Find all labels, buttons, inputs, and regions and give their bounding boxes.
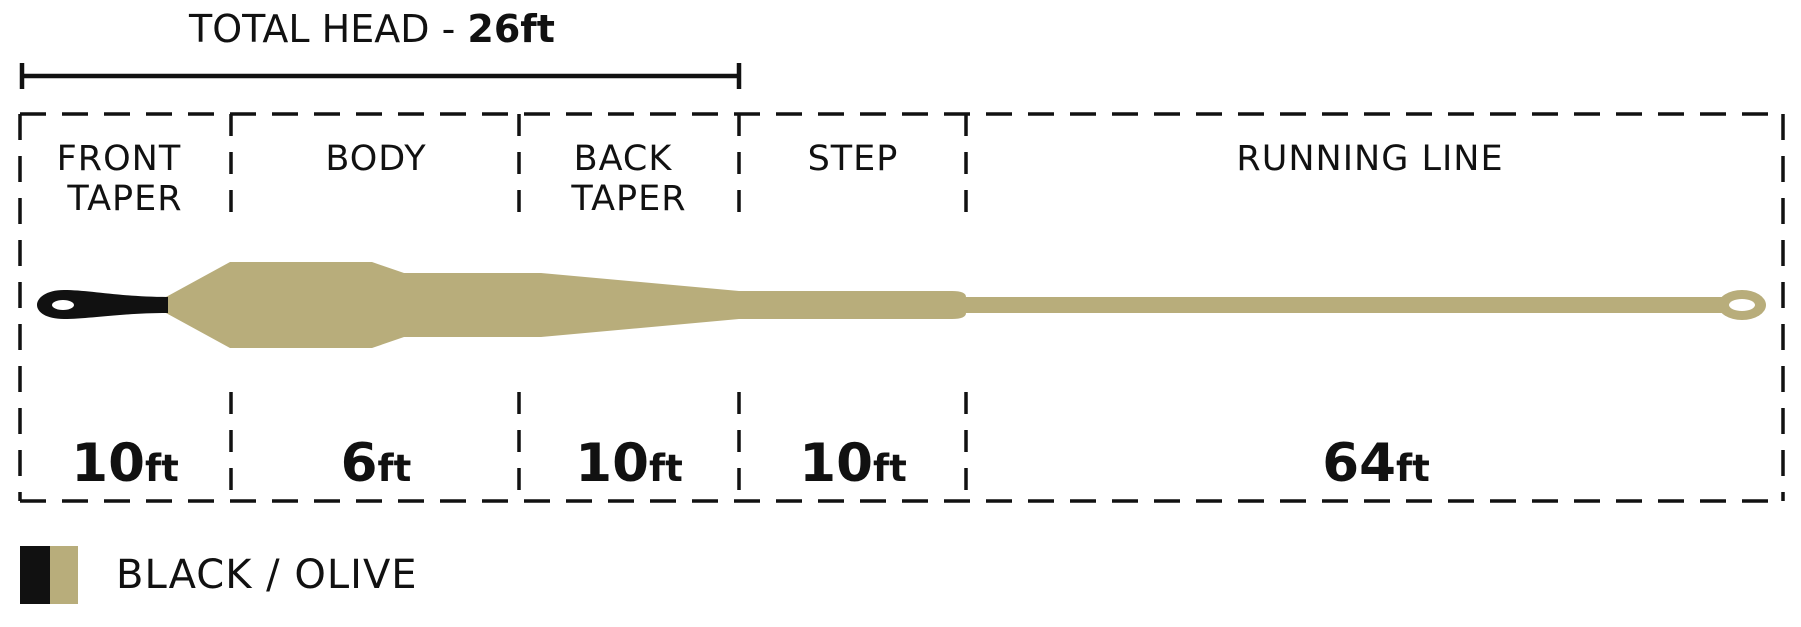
fly-line-profile: [37, 262, 1766, 348]
olive-line-body: [166, 262, 1740, 348]
length-back-taper: 10ft: [575, 433, 683, 494]
label-step-line1: STEP: [808, 139, 899, 179]
length-step-value: 10: [799, 433, 873, 494]
legend-swatch-black: [20, 546, 50, 604]
label-back-taper-line1: BACK: [574, 139, 673, 179]
length-body: 6ft: [341, 433, 412, 494]
length-running-line-value: 64: [1322, 433, 1396, 494]
label-back-taper: BACK TAPER: [570, 139, 686, 219]
label-front-taper-line1: FRONT: [57, 139, 182, 179]
total-head-label: TOTAL HEAD - 26ft: [188, 7, 555, 51]
front-loop-eye: [52, 300, 74, 310]
label-body-line1: BODY: [325, 139, 426, 179]
legend-swatch-olive: [50, 546, 78, 604]
total-head-unit: ft: [520, 7, 555, 51]
length-front-taper-value: 10: [71, 433, 145, 494]
label-running-line: RUNNING LINE: [1236, 139, 1503, 179]
total-head-value: 26: [467, 7, 520, 51]
color-legend: BLACK / OLIVE: [20, 546, 418, 604]
length-body-value: 6: [341, 433, 378, 494]
section-dividers: [229, 114, 968, 501]
length-running-line-unit: ft: [1396, 447, 1430, 490]
length-step: 10ft: [799, 433, 907, 494]
legend-label: BLACK / OLIVE: [116, 552, 418, 598]
length-running-line: 64ft: [1322, 433, 1430, 494]
length-front-taper: 10ft: [71, 433, 179, 494]
section-frame: [18, 112, 1785, 503]
rear-loop-eye: [1729, 299, 1755, 311]
length-step-unit: ft: [873, 447, 907, 490]
label-front-taper-line2: TAPER: [66, 179, 182, 219]
black-tip-loop: [37, 290, 168, 319]
length-back-taper-value: 10: [575, 433, 649, 494]
label-step: STEP: [808, 139, 899, 179]
length-front-taper-unit: ft: [145, 447, 179, 490]
length-body-unit: ft: [378, 447, 412, 490]
label-running-line-line1: RUNNING LINE: [1236, 139, 1503, 179]
label-back-taper-line2: TAPER: [570, 179, 686, 219]
total-head-bracket: [19, 63, 742, 89]
section-lengths: 10ft 6ft 10ft 10ft 64ft: [71, 433, 1430, 494]
label-body: BODY: [325, 139, 426, 179]
label-front-taper: FRONT TAPER: [57, 139, 194, 219]
length-back-taper-unit: ft: [649, 447, 683, 490]
section-labels: FRONT TAPER BODY BACK TAPER STEP RUNNING…: [57, 139, 1503, 219]
total-head-label-text: TOTAL HEAD -: [188, 7, 467, 51]
